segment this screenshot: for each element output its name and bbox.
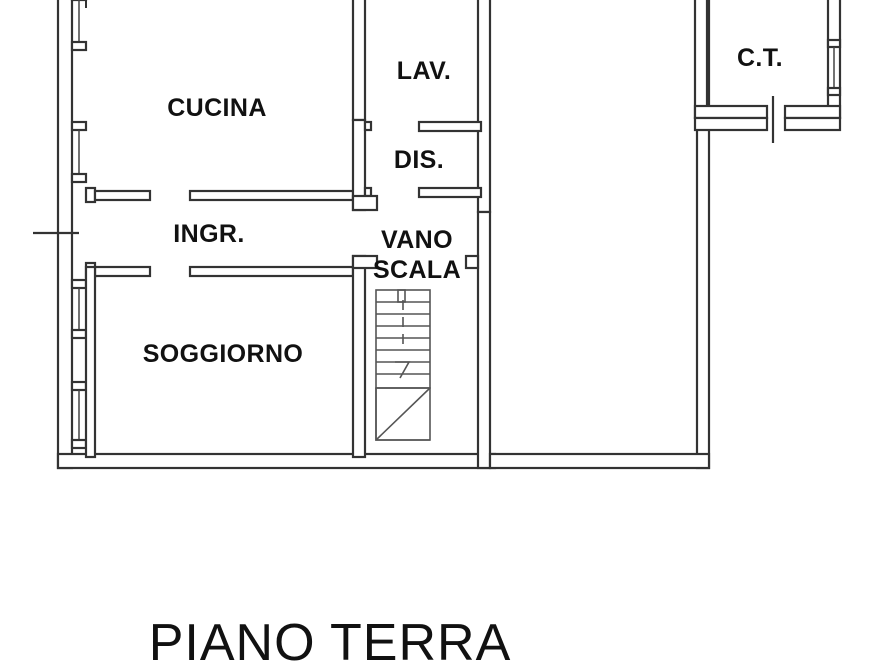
partition-wall-cucina-left: [93, 189, 152, 202]
window-jamb-3b: [70, 328, 88, 340]
room-label-group: CUCINA LAV. DIS. INGR. VANO SCALA SOGGIO…: [143, 44, 783, 368]
wall-stairwell-west-head: [351, 254, 379, 270]
ct-wall-bottom-right-jog: [783, 116, 842, 132]
page-title: PIANO TERRA: [149, 614, 512, 670]
ct-room: [693, 0, 842, 143]
left-wall-windows: [70, 0, 88, 450]
partition-cucina-ingr: [84, 186, 355, 204]
stair-newel-post: [397, 289, 406, 303]
wall-corridor-east-lower: [476, 210, 492, 470]
main-building-walls: [56, 0, 497, 470]
soggiorno-wall-left-inner: [84, 265, 97, 459]
partition-lav-dis: [417, 120, 483, 199]
partition-ingr-soggiorno: [84, 261, 355, 459]
room-label-soggiorno: SOGGIORNO: [143, 340, 304, 368]
partition-wall-dis-south: [417, 186, 483, 199]
partition-wall-soggiorno-right: [188, 265, 355, 278]
window-jamb-4a: [70, 380, 88, 392]
ct-window-jamb-bottom: [826, 86, 842, 97]
room-label-lav: LAV.: [397, 57, 451, 85]
staircase: [375, 289, 431, 441]
right-wing-block: [488, 0, 711, 470]
ct-wall-bottom-left-jog: [693, 116, 769, 132]
ct-wall-bottom-right: [783, 104, 842, 120]
partition-wall-soggiorno-left: [93, 265, 152, 278]
wall-corridor-east: [476, 0, 492, 470]
room-label-ct: C.T.: [737, 44, 783, 72]
wall-right-wing-bottom: [488, 452, 711, 470]
partition-wall-cucina-right: [188, 189, 355, 202]
room-label-scala: SCALA: [373, 256, 461, 284]
room-label-dis: DIS.: [394, 146, 444, 174]
wall-stairwell-west: [351, 254, 367, 459]
vano-scala-enclosure: [351, 254, 480, 459]
stair-break-line: [375, 387, 431, 441]
partition-wall-lav-dis: [417, 120, 483, 133]
window-jamb-1b: [70, 40, 88, 52]
door-jamb-dis-west-bottom: [363, 186, 373, 198]
wall-corridor-east-upper: [476, 0, 492, 214]
ct-window-jamb-top: [826, 38, 842, 49]
room-label-ingr: INGR.: [173, 220, 244, 248]
room-label-cucina: CUCINA: [167, 94, 267, 122]
window-jamb-2b: [70, 172, 88, 184]
room-label-vano: VANO: [381, 226, 453, 254]
window-jamb-3a: [70, 278, 88, 290]
ct-wall-bottom-left: [693, 104, 769, 120]
exterior-wall-bottom-left: [56, 452, 497, 470]
ct-wall-left: [693, 0, 709, 120]
wall-cucina-east-foot: [351, 194, 379, 212]
partition-stub-left-upper: [84, 186, 97, 204]
stair-landing-edges: [375, 388, 430, 441]
wall-cucina-east: [351, 0, 379, 212]
wall-cucina-east-upper: [351, 0, 367, 122]
window-jamb-4b: [70, 438, 88, 450]
wall-stairwell-east-jamb: [464, 254, 480, 270]
door-jamb-dis-west-top: [363, 120, 373, 132]
window-jamb-2a: [70, 120, 88, 132]
stair-direction-arrow: [395, 361, 411, 379]
